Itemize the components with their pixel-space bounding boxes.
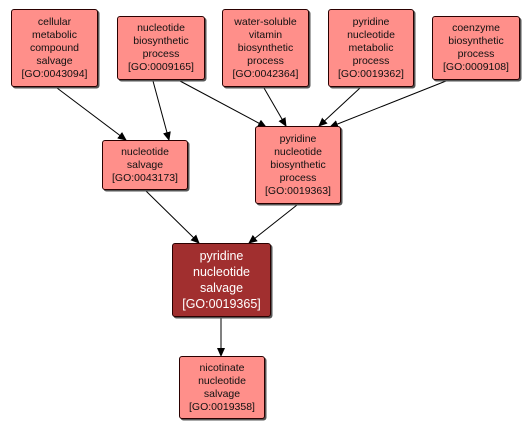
node-label-line: process [142, 48, 180, 60]
node-label-line: salvage [203, 387, 241, 400]
node-label-line: coenzyme [452, 22, 500, 34]
edge-water_soluble_vitamin-to-pyridine_biosynthetic [263, 87, 287, 127]
node-label-line: compound [29, 41, 80, 54]
node-label-line: nucleotide [274, 145, 322, 158]
edge-cellular_metabolic-to-nucleotide_salvage [56, 87, 127, 141]
node-label-line: biosynthetic [237, 41, 294, 54]
node-go-id: [GO:0042364] [232, 67, 299, 80]
node-label-line: process [352, 54, 390, 67]
node-label-line: cellular [37, 15, 72, 28]
node-label-line: pyridine [352, 15, 390, 28]
node-go-id: [GO:0009108] [443, 61, 509, 73]
edge-nucleotide_salvage-to-pyridine_salvage [145, 190, 200, 244]
node-label-line: biosynthetic [270, 158, 326, 171]
node-label-line: pyridine [199, 249, 244, 263]
node-label-line: nucleotide [137, 22, 185, 34]
edge-pyridine_metabolic-to-pyridine_biosynthetic [318, 87, 361, 127]
node-label-line: nucleotide [198, 374, 246, 387]
node-label-line: pyridine [279, 132, 317, 145]
node-label-line: vitamin [248, 28, 283, 41]
node-label-line: biosynthetic [448, 35, 504, 47]
edge-nucleotide_biosynthetic-to-pyridine_biosynthetic [179, 80, 267, 128]
node-go-id: [GO:0019363] [265, 184, 331, 197]
node-label-line: salvage [126, 158, 164, 171]
node-pyridine-nucleotide-salvage[interactable]: pyridine nucleotide salvage [GO:0019365] [172, 243, 271, 317]
node-label-line: process [457, 48, 495, 60]
node-go-id: [GO:0019358] [189, 400, 255, 413]
node-label-line: water-soluble [234, 15, 297, 28]
edge-coenzyme_biosynthetic-to-pyridine_biosynthetic [329, 80, 447, 128]
node-go-id: [GO:0043094] [21, 67, 88, 80]
node-label-line: nucleotide [193, 265, 250, 279]
edge-pyridine_biosynthetic-to-pyridine_salvage [248, 204, 298, 244]
node-label-line: metabolic [348, 41, 394, 54]
node-label-line: process [247, 54, 284, 67]
node-label-line: nucleotide [121, 145, 169, 158]
node-label-line: process [279, 171, 317, 184]
node-go-id: [GO:0019365] [182, 297, 261, 311]
edge-nucleotide_biosynthetic-to-nucleotide_salvage [152, 80, 171, 141]
node-label-line: metabolic [32, 28, 77, 41]
node-label-line: biosynthetic [133, 35, 189, 47]
node-go-id: [GO:0009165] [128, 61, 194, 73]
node-label-line: nucleotide [347, 28, 395, 41]
node-label-line: salvage [199, 281, 244, 295]
node-label-line: salvage [36, 54, 73, 67]
node-label-line: nicotinate [199, 361, 245, 374]
node-go-id: [GO:0019362] [338, 67, 404, 80]
node-go-id: [GO:0043173] [112, 171, 178, 184]
